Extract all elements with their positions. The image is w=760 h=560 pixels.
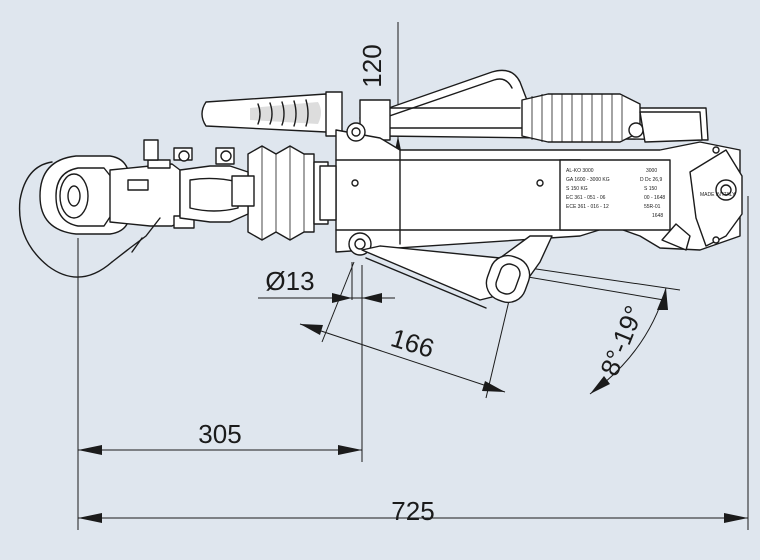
drawbar-body xyxy=(335,122,743,256)
plate-line: S 150 xyxy=(644,186,657,192)
dim-166-label: 166 xyxy=(387,322,437,363)
handbrake-handle xyxy=(201,91,343,137)
dim-angle-label: 8°-19° xyxy=(594,301,649,380)
plate-line: S 150 KG xyxy=(566,186,588,192)
shaft-bellows xyxy=(247,145,337,241)
dim-120-label: 120 xyxy=(357,44,387,87)
lower-arm xyxy=(361,235,553,309)
type-plate: AL-KO 3000 GA 1600 - 3000 KG S 150 KG EC… xyxy=(566,168,736,219)
coupling-head xyxy=(18,139,255,278)
plate-line: 1648 xyxy=(652,213,663,219)
plate-line: EC 361 - 051 - 06 xyxy=(566,195,606,201)
plate-line: 55R-01 xyxy=(644,204,661,210)
plate-line: AL-KO 3000 xyxy=(566,168,594,174)
dim-725-label: 725 xyxy=(391,496,434,526)
plate-line: GA 1600 - 3000 KG xyxy=(566,177,610,183)
plate-line: D Dc 26,9 xyxy=(640,177,662,183)
dimension-lines xyxy=(77,22,749,530)
dim-13-label: Ø13 xyxy=(265,266,314,296)
spring-bellows xyxy=(521,93,703,143)
plate-line: 00 - 1648 xyxy=(644,195,665,201)
plate-line: 3000 xyxy=(646,168,657,174)
plate-line: ECE 361 - 016 - 12 xyxy=(566,204,609,210)
bracket-label: MADE IN ITALY xyxy=(700,192,736,198)
dim-305-label: 305 xyxy=(198,419,241,449)
